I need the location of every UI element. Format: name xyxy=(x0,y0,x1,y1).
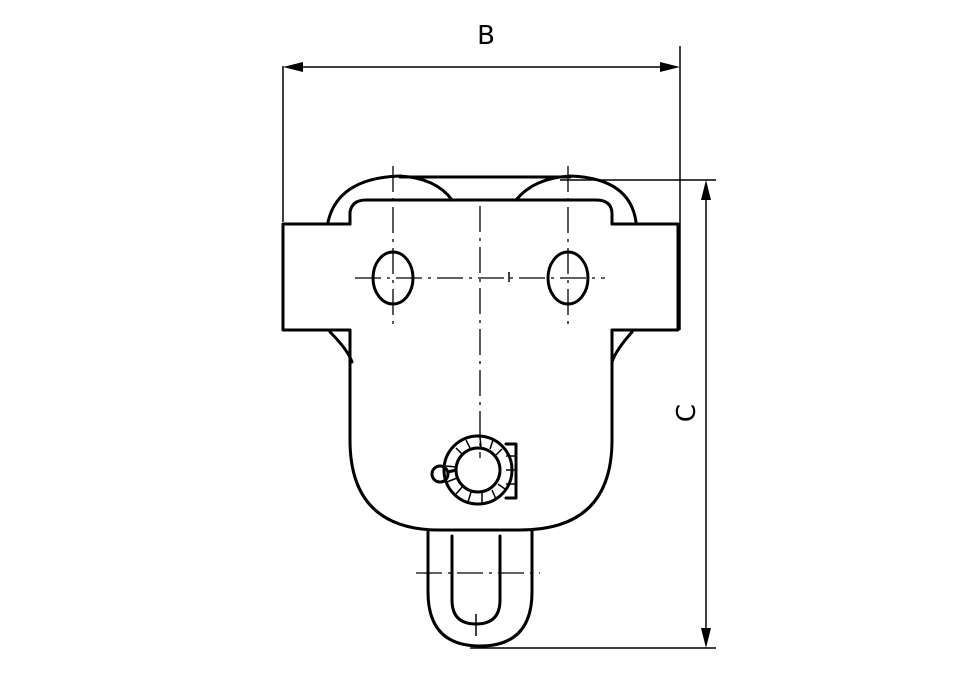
cross-plate xyxy=(281,222,680,332)
arrowhead-bottom xyxy=(701,628,711,648)
arrowhead-left xyxy=(283,62,303,72)
dimension-b: B xyxy=(282,21,681,330)
center-lines xyxy=(355,166,605,574)
wheel-lower-right xyxy=(610,330,634,364)
pin-bracket xyxy=(504,442,518,500)
pin-eye xyxy=(430,464,450,484)
flange-right xyxy=(610,222,680,332)
pin-ring-hatching xyxy=(445,436,506,504)
retaining-pin xyxy=(430,434,518,506)
suspension-lug xyxy=(426,528,534,648)
arrowhead-right xyxy=(660,62,680,72)
pin-eye-link xyxy=(446,468,458,474)
dimension-c: C xyxy=(470,179,716,649)
dimension-label-b: B xyxy=(477,21,495,51)
dimension-label-c: C xyxy=(672,404,702,422)
flange-left xyxy=(281,222,352,332)
lug-inner-slot xyxy=(450,534,502,626)
arrowhead-top xyxy=(701,180,711,200)
side-plate-body xyxy=(348,198,614,532)
lug-outer xyxy=(426,528,534,648)
